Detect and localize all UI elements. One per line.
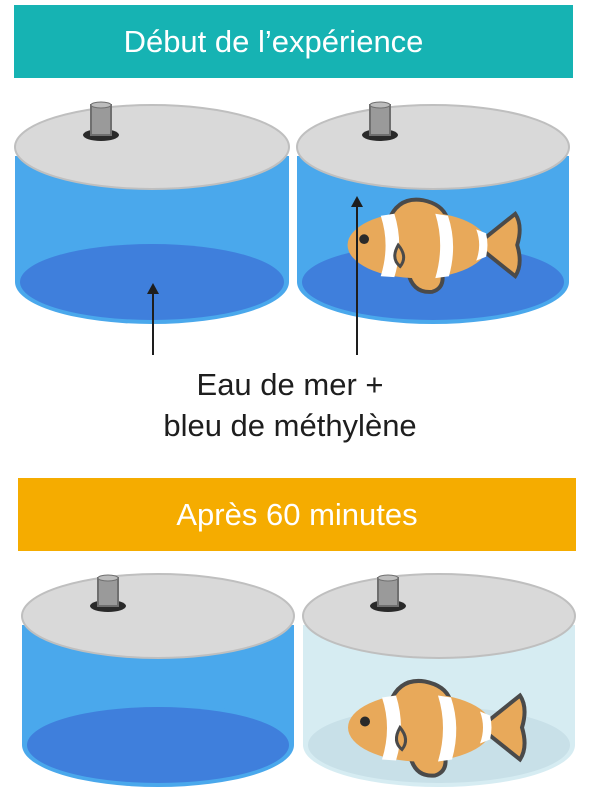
container-after-water bbox=[21, 573, 295, 787]
probe bbox=[97, 577, 119, 607]
probe bbox=[369, 104, 391, 136]
after-title: Après 60 minutes bbox=[176, 496, 418, 532]
container-start-fish bbox=[296, 101, 570, 324]
annotation-arrows bbox=[147, 196, 363, 355]
lid bbox=[296, 104, 570, 190]
lid bbox=[14, 104, 290, 190]
annotation-line-1: Eau de mer + bbox=[196, 367, 384, 402]
container-after-fish bbox=[302, 573, 576, 787]
lid bbox=[21, 573, 295, 659]
lid bbox=[302, 573, 576, 659]
probe bbox=[377, 577, 399, 607]
after-banner: Après 60 minutes bbox=[18, 478, 576, 551]
probe bbox=[90, 104, 112, 136]
start-title: Début de l’expérience bbox=[123, 23, 424, 59]
annotation-line-2: bleu de méthylène bbox=[163, 408, 417, 443]
start-banner: Début de l’expérience bbox=[14, 5, 573, 78]
annotation-label: Eau de mer + bleu de méthylène bbox=[80, 364, 500, 446]
container-start-water bbox=[14, 101, 290, 324]
